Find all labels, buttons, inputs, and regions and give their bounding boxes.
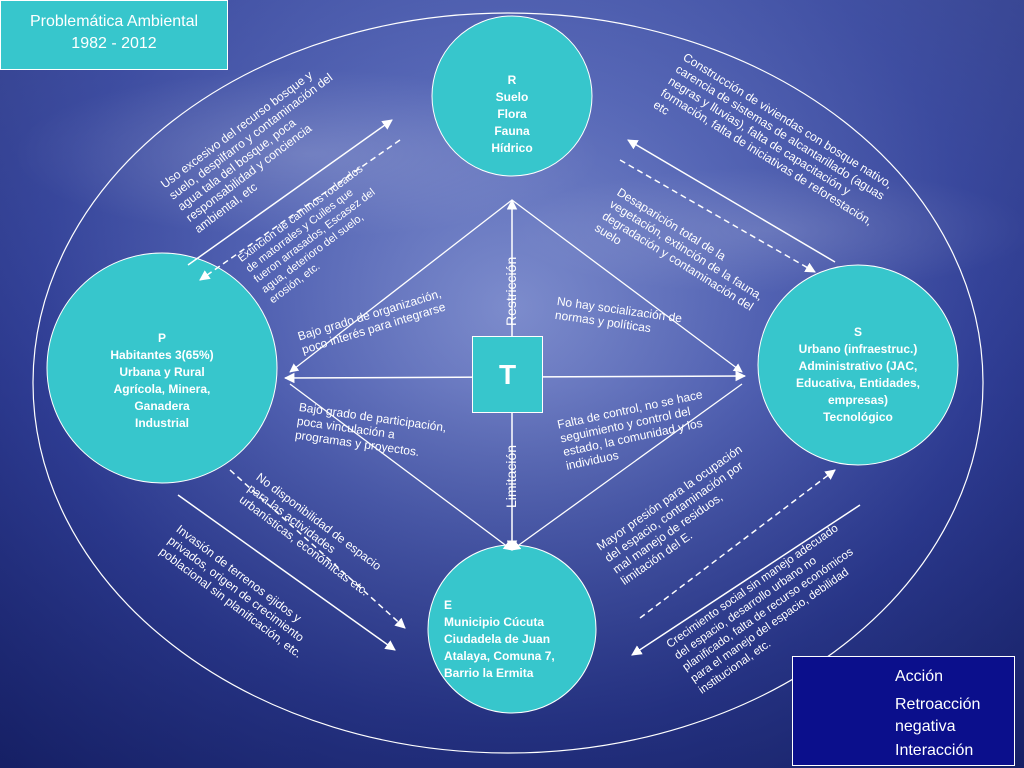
circle-r — [431, 15, 593, 177]
restriccion-label: Restricción — [503, 256, 519, 326]
circle-p — [46, 252, 278, 484]
dashed-r-s — [619, 159, 816, 273]
label-s: S Urbano (infraestruc.) Administrativo (… — [795, 325, 921, 424]
label-e: E Municipio Cúcuta Ciudadela de Juan Ata… — [444, 598, 555, 680]
title-box: Problemática Ambiental 1982 - 2012 — [0, 0, 228, 70]
title-line1: Problemática Ambiental — [29, 13, 199, 30]
arrow-p-e — [177, 494, 396, 651]
outer-ellipse — [32, 12, 984, 754]
circle-s — [757, 264, 959, 466]
diamond-bottom-left — [289, 383, 513, 551]
legend-box: Acción Retroacción negativa Interacción — [792, 656, 1015, 766]
arrow-s-e — [631, 504, 861, 656]
dashed-r-p — [199, 139, 401, 281]
legend-interaccion-label: Interacción — [895, 742, 974, 759]
label-r: R Suelo Flora Fauna Hídrico — [491, 73, 533, 155]
arrow-s-r — [627, 139, 836, 263]
limitacion-label: Limitación — [503, 444, 519, 508]
diamond-top-left — [289, 199, 513, 373]
dashed-s-e — [639, 469, 836, 619]
arrow-p-r — [187, 119, 393, 266]
center-t-box: T — [472, 336, 543, 413]
title-line2: 1982 - 2012 — [71, 35, 157, 52]
label-p: P Habitantes 3(65%) Urbana y Rural Agríc… — [110, 331, 214, 430]
legend-accion-label: Acción — [895, 668, 944, 685]
diamond-bottom-right — [511, 383, 743, 551]
legend-retroaccion-label: Retroacción — [895, 696, 981, 713]
diamond-top-right — [511, 199, 743, 373]
legend-negativa-label: negativa — [895, 718, 956, 735]
